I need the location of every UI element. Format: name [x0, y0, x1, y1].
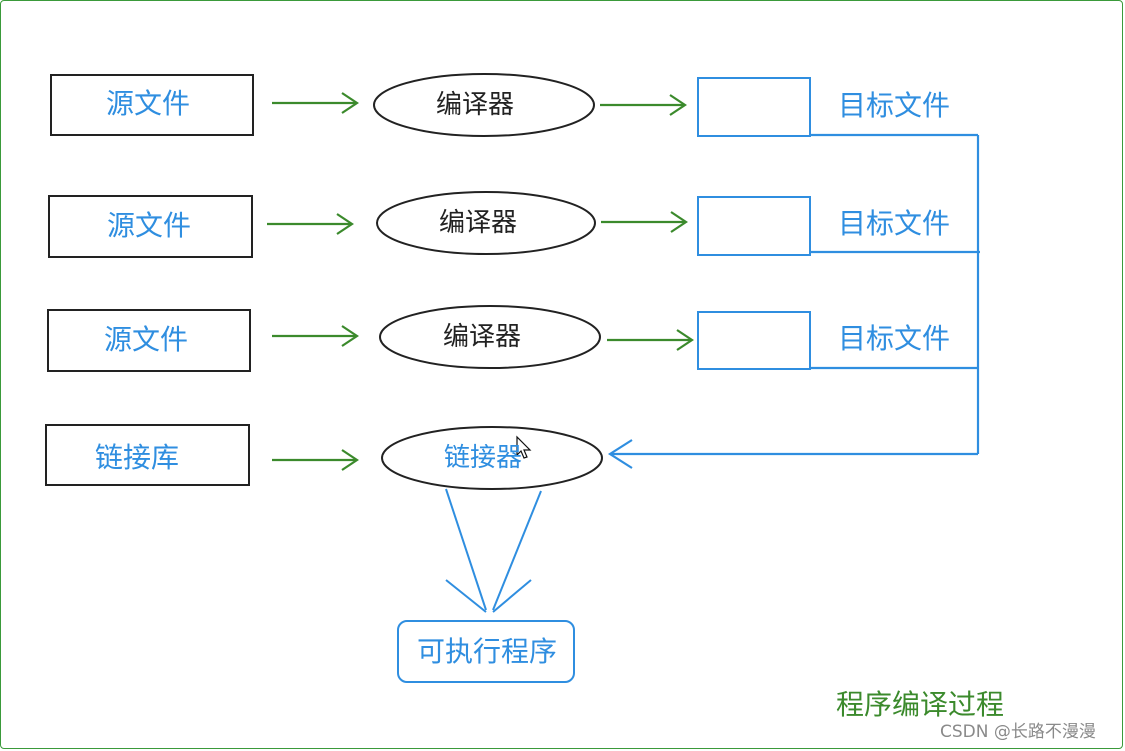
compiler-ellipse-2: [376, 191, 596, 255]
compiler-label-3: 编译器: [443, 322, 522, 352]
source-file-box-3: [47, 309, 251, 372]
arrow-source-to-compiler-3: [272, 325, 359, 347]
diagram-caption: 程序编译过程: [836, 688, 1005, 721]
arrow-source-to-compiler-2: [267, 213, 354, 235]
object-file-box-1: [697, 77, 811, 137]
library-label: 链接库: [95, 441, 180, 474]
compiler-label-2: 编译器: [439, 208, 518, 238]
arrow-library-to-linker: [272, 449, 359, 471]
compiler-label-1: 编译器: [436, 90, 515, 120]
linker-label: 链接器: [444, 443, 523, 473]
object-file-box-3: [697, 311, 811, 370]
source-file-label-2: 源文件: [107, 209, 192, 242]
arrow-source-to-compiler-1: [272, 92, 359, 114]
compiler-ellipse-3: [379, 305, 601, 369]
arrow-compiler-to-object-2: [601, 211, 688, 233]
source-file-box-2: [48, 195, 253, 258]
arrow-compiler-to-object-3: [607, 329, 694, 351]
object-files-to-linker-connector: [607, 133, 980, 469]
object-file-label-1: 目标文件: [838, 89, 951, 122]
source-file-box-1: [50, 74, 254, 136]
compiler-ellipse-1: [373, 73, 595, 137]
linker-ellipse: [381, 426, 603, 490]
source-file-label-3: 源文件: [104, 323, 189, 356]
object-file-box-2: [697, 196, 811, 256]
object-file-label-2: 目标文件: [838, 207, 951, 240]
executable-label: 可执行程序: [417, 635, 558, 668]
watermark: CSDN @长路不漫漫: [940, 722, 1096, 742]
executable-box: [397, 620, 575, 683]
mouse-cursor-icon: [516, 435, 532, 459]
object-file-label-3: 目标文件: [838, 322, 951, 355]
library-box: [45, 424, 250, 486]
arrow-compiler-to-object-1: [600, 94, 687, 116]
arrow-linker-to-executable: [445, 488, 542, 613]
source-file-label-1: 源文件: [106, 87, 191, 120]
